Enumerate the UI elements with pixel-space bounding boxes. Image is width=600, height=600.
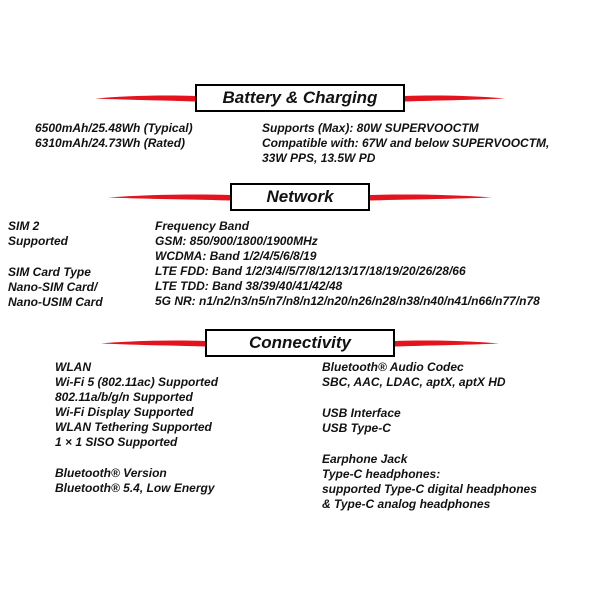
red-swoosh-left-icon [108, 194, 230, 201]
spec-line: 5G NR: n1/n2/n3/n5/n7/n8/n12/n20/n26/n28… [155, 294, 540, 308]
connectivity-section-title-box: Connectivity [205, 329, 395, 357]
spec-line: 802.11a/b/g/n Supported [55, 390, 193, 404]
spec-line: Wi-Fi Display Supported [55, 405, 194, 419]
network-section-title-box: Network [230, 183, 370, 211]
network-right-column: Frequency Band GSM: 850/900/1800/1900MHz… [155, 219, 540, 309]
spec-line: LTE FDD: Band 1/2/3/4//5/7/8/12/13/17/18… [155, 264, 466, 278]
usb-interface-group: USB Interface USB Type-C [322, 406, 537, 436]
frequency-band-group: Frequency Band GSM: 850/900/1800/1900MHz… [155, 219, 540, 309]
battery-section-title: Battery & Charging [222, 88, 378, 107]
battery-capacity-group: 6500mAh/25.48Wh (Typical) 6310mAh/24.73W… [35, 121, 193, 151]
sim-card-type-group: SIM Card Type Nano-SIM Card/ Nano-USIM C… [8, 265, 103, 310]
spec-line: 1 × 1 SISO Supported [55, 435, 178, 449]
spec-line: USB Interface [322, 406, 401, 420]
spec-line: LTE TDD: Band 38/39/40/41/42/48 [155, 279, 343, 293]
spec-line: Bluetooth® Audio Codec [322, 360, 464, 374]
battery-header-row: Battery & Charging [0, 84, 600, 112]
earphone-jack-group: Earphone Jack Type-C headphones: support… [322, 452, 537, 512]
spec-line: 6500mAh/25.48Wh (Typical) [35, 121, 193, 135]
spec-line: Bluetooth® 5.4, Low Energy [55, 481, 215, 495]
spec-line: SIM Card Type [8, 265, 91, 279]
spec-line: Earphone Jack [322, 452, 408, 466]
red-swoosh-left-icon [95, 95, 195, 102]
connectivity-section-title: Connectivity [248, 333, 352, 352]
spec-line: Nano-SIM Card/ [8, 280, 98, 294]
connectivity-header-row: Connectivity [0, 329, 600, 357]
spec-line: Bluetooth® Version [55, 466, 167, 480]
spec-line: Supports (Max): 80W SUPERVOOCTM [262, 121, 479, 135]
sim2-group: SIM 2 Supported [8, 219, 103, 249]
network-left-column: SIM 2 Supported SIM Card Type Nano-SIM C… [8, 219, 103, 310]
charging-support-group: Supports (Max): 80W SUPERVOOCTM Compatib… [262, 121, 549, 166]
network-section-title: Network [266, 187, 334, 206]
spec-line: SBC, AAC, LDAC, aptX, aptX HD [322, 375, 506, 389]
red-swoosh-right-icon [405, 95, 505, 102]
spec-line: supported Type-C digital headphones [322, 482, 537, 496]
spec-line: SIM 2 [8, 219, 40, 233]
spec-line: WLAN [55, 360, 91, 374]
red-swoosh-left-icon [101, 340, 205, 347]
spec-line: GSM: 850/900/1800/1900MHz [155, 234, 318, 248]
spec-line: Frequency Band [155, 219, 250, 233]
red-swoosh-right-icon [395, 340, 499, 347]
connectivity-left-column: WLAN Wi-Fi 5 (802.11ac) Supported 802.11… [55, 360, 218, 496]
bluetooth-version-group: Bluetooth® Version Bluetooth® 5.4, Low E… [55, 466, 218, 496]
battery-section-title-box: Battery & Charging [195, 84, 405, 112]
spec-line: WCDMA: Band 1/2/4/5/6/8/19 [155, 249, 317, 263]
spec-line: Nano-USIM Card [8, 295, 103, 309]
battery-right-column: Supports (Max): 80W SUPERVOOCTM Compatib… [262, 121, 549, 166]
network-header-row: Network [0, 183, 600, 211]
bluetooth-audio-codec-group: Bluetooth® Audio Codec SBC, AAC, LDAC, a… [322, 360, 537, 390]
spec-line: 33W PPS, 13.5W PD [262, 151, 376, 165]
spec-line: Wi-Fi 5 (802.11ac) Supported [55, 375, 219, 389]
red-swoosh-right-icon [370, 194, 492, 201]
wlan-group: WLAN Wi-Fi 5 (802.11ac) Supported 802.11… [55, 360, 218, 450]
spec-line: 6310mAh/24.73Wh (Rated) [35, 136, 186, 150]
spec-line: Type-C headphones: [322, 467, 441, 481]
spec-line: Compatible with: 67W and below SUPERVOOC… [262, 136, 550, 150]
spec-line: WLAN Tethering Supported [55, 420, 212, 434]
spec-line: Supported [8, 234, 68, 248]
connectivity-right-column: Bluetooth® Audio Codec SBC, AAC, LDAC, a… [322, 360, 537, 512]
spec-line: & Type-C analog headphones [322, 497, 491, 511]
battery-left-column: 6500mAh/25.48Wh (Typical) 6310mAh/24.73W… [35, 121, 193, 151]
spec-line: USB Type-C [322, 421, 391, 435]
